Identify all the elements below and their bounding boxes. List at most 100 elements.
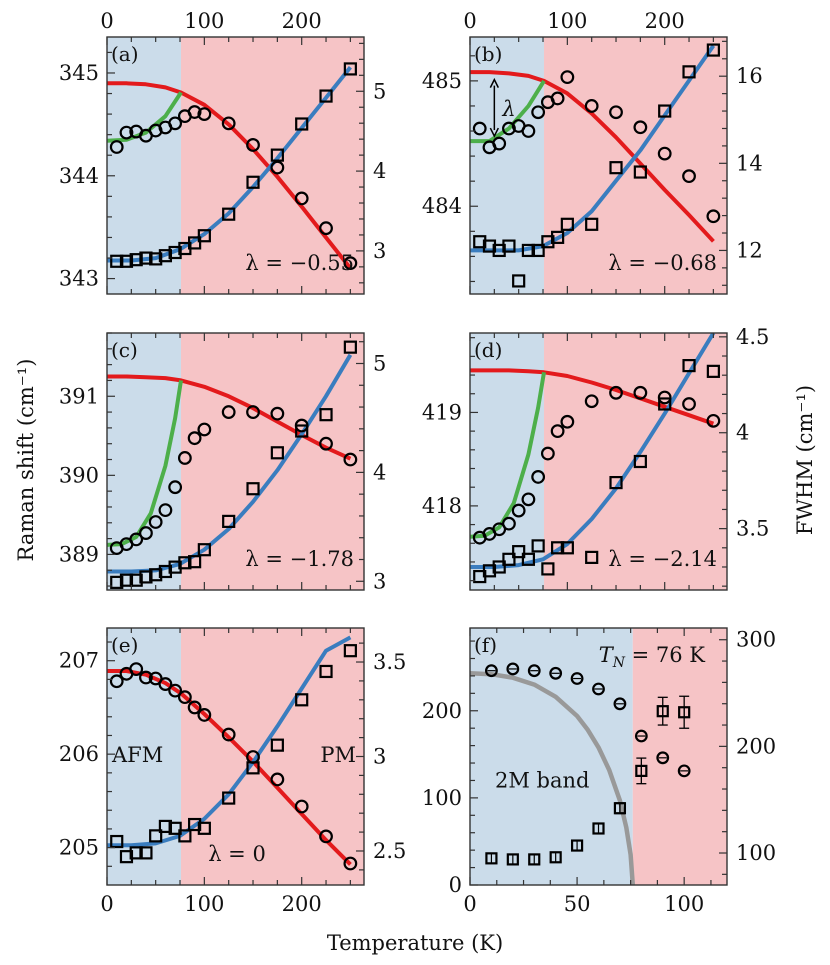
- data-point-square: [531, 243, 545, 258]
- fit-line-gray: [470, 671, 636, 885]
- data-point-circle: [343, 452, 358, 467]
- data-point-square: [246, 482, 260, 496]
- data-point-square: [119, 850, 134, 864]
- data-point-circle: [506, 662, 520, 676]
- x-axis-title: Temperature (K): [327, 931, 503, 955]
- panel-label: (a): [111, 42, 139, 66]
- x-tick-label: 0: [463, 892, 476, 916]
- panel-label: (b): [474, 42, 502, 66]
- y-tick-label-left: 344: [59, 164, 99, 188]
- x-tick-label: 100: [664, 892, 704, 916]
- data-point-circle: [221, 116, 236, 131]
- data-point-circle: [246, 405, 260, 419]
- x-tick-label: 0: [463, 9, 476, 33]
- data-point-square: [492, 243, 506, 258]
- data-point-square: [168, 821, 182, 835]
- x-tick-label: 50: [564, 892, 591, 916]
- data-point-circle: [168, 116, 183, 131]
- data-point-square: [633, 454, 647, 469]
- data-point-square: [168, 560, 182, 574]
- y-tick-label-right: 3.5: [736, 517, 769, 541]
- y-tick-label-right: 5: [373, 351, 386, 375]
- y-tick-label-right: 200: [736, 734, 776, 758]
- y-tick-label-right: 12: [736, 238, 763, 262]
- data-point-square: [197, 229, 211, 243]
- data-point-circle: [221, 405, 236, 419]
- x-tick-label: 100: [184, 892, 224, 916]
- plot-area: [470, 333, 721, 584]
- data-point-circle: [270, 406, 285, 421]
- data-point-circle: [521, 124, 536, 138]
- data-point-square: [609, 161, 623, 175]
- lambda-annotation: λ = −0.68: [608, 251, 717, 275]
- data-point-square: [139, 846, 153, 860]
- y-tick-label-left: 343: [59, 267, 99, 291]
- data-point-square: [658, 104, 672, 118]
- data-point-circle: [527, 664, 541, 678]
- data-point-circle: [521, 492, 536, 507]
- y-tick-label-left: 100: [422, 786, 462, 810]
- data-point-square: [706, 364, 720, 378]
- x-tick-label: 0: [100, 9, 113, 33]
- data-point-circle: [550, 424, 565, 439]
- y-tick-label-right: 2.5: [373, 839, 406, 863]
- data-point-circle: [197, 107, 212, 121]
- y-tick-label-left: 206: [59, 742, 99, 766]
- data-point-square: [119, 573, 134, 587]
- data-point-square: [222, 514, 236, 528]
- data-point-circle: [129, 662, 144, 677]
- data-point-circle: [187, 700, 202, 715]
- pm-region: [180, 333, 364, 590]
- data-point-square: [295, 117, 309, 131]
- data-point-circle: [485, 664, 498, 678]
- y-tick-label-left: 418: [422, 494, 462, 518]
- lambda-annotation: λ = −2.14: [608, 547, 717, 571]
- data-point-circle: [294, 191, 309, 206]
- lambda-annotation: λ = 0: [208, 842, 266, 866]
- y-tick-label-right: 4: [736, 421, 749, 445]
- data-point-circle: [221, 727, 236, 742]
- y-tick-label-right: 4.5: [736, 325, 769, 349]
- data-point-circle: [609, 105, 623, 120]
- y-axis-title-left: Raman shift (cm⁻¹): [14, 359, 38, 562]
- axes-frame: [106, 332, 365, 591]
- axes-frame: [106, 36, 365, 295]
- data-point-circle: [139, 670, 153, 685]
- data-point-circle: [560, 414, 575, 429]
- data-point-square: [188, 236, 202, 250]
- data-point-circle: [168, 683, 183, 698]
- data-point-circle: [109, 140, 124, 154]
- neel-temperature-label: TN = 76 K: [599, 643, 706, 671]
- data-point-circle: [270, 160, 285, 175]
- fit-line-blue: [470, 44, 716, 253]
- data-point-square: [502, 239, 516, 253]
- y-tick-label-right: 3.5: [373, 650, 406, 674]
- afm-region-label: AFM: [111, 743, 163, 767]
- data-point-square: [343, 644, 357, 658]
- fit-line-green: [107, 91, 183, 143]
- data-point-square: [188, 817, 202, 832]
- data-point-circle: [177, 451, 192, 465]
- afm-region: [107, 333, 181, 590]
- data-point-circle: [148, 515, 163, 529]
- x-tick-label: 0: [100, 892, 113, 916]
- data-point-circle: [119, 125, 134, 140]
- data-point-circle: [472, 121, 487, 136]
- axes-frame: [469, 627, 728, 886]
- panel-label: (f): [474, 633, 497, 657]
- data-point-square: [246, 175, 260, 189]
- data-point-square: [295, 693, 309, 707]
- data-point-square: [119, 254, 134, 268]
- data-point-circle: [511, 503, 526, 518]
- data-point-circle: [270, 772, 285, 787]
- panel-label: (d): [474, 338, 502, 362]
- pm-region: [180, 628, 364, 885]
- data-point-square: [551, 541, 565, 555]
- y-tick-label-right: 100: [736, 841, 776, 865]
- data-point-circle: [294, 799, 309, 814]
- y-tick-label-right: 5: [373, 79, 386, 103]
